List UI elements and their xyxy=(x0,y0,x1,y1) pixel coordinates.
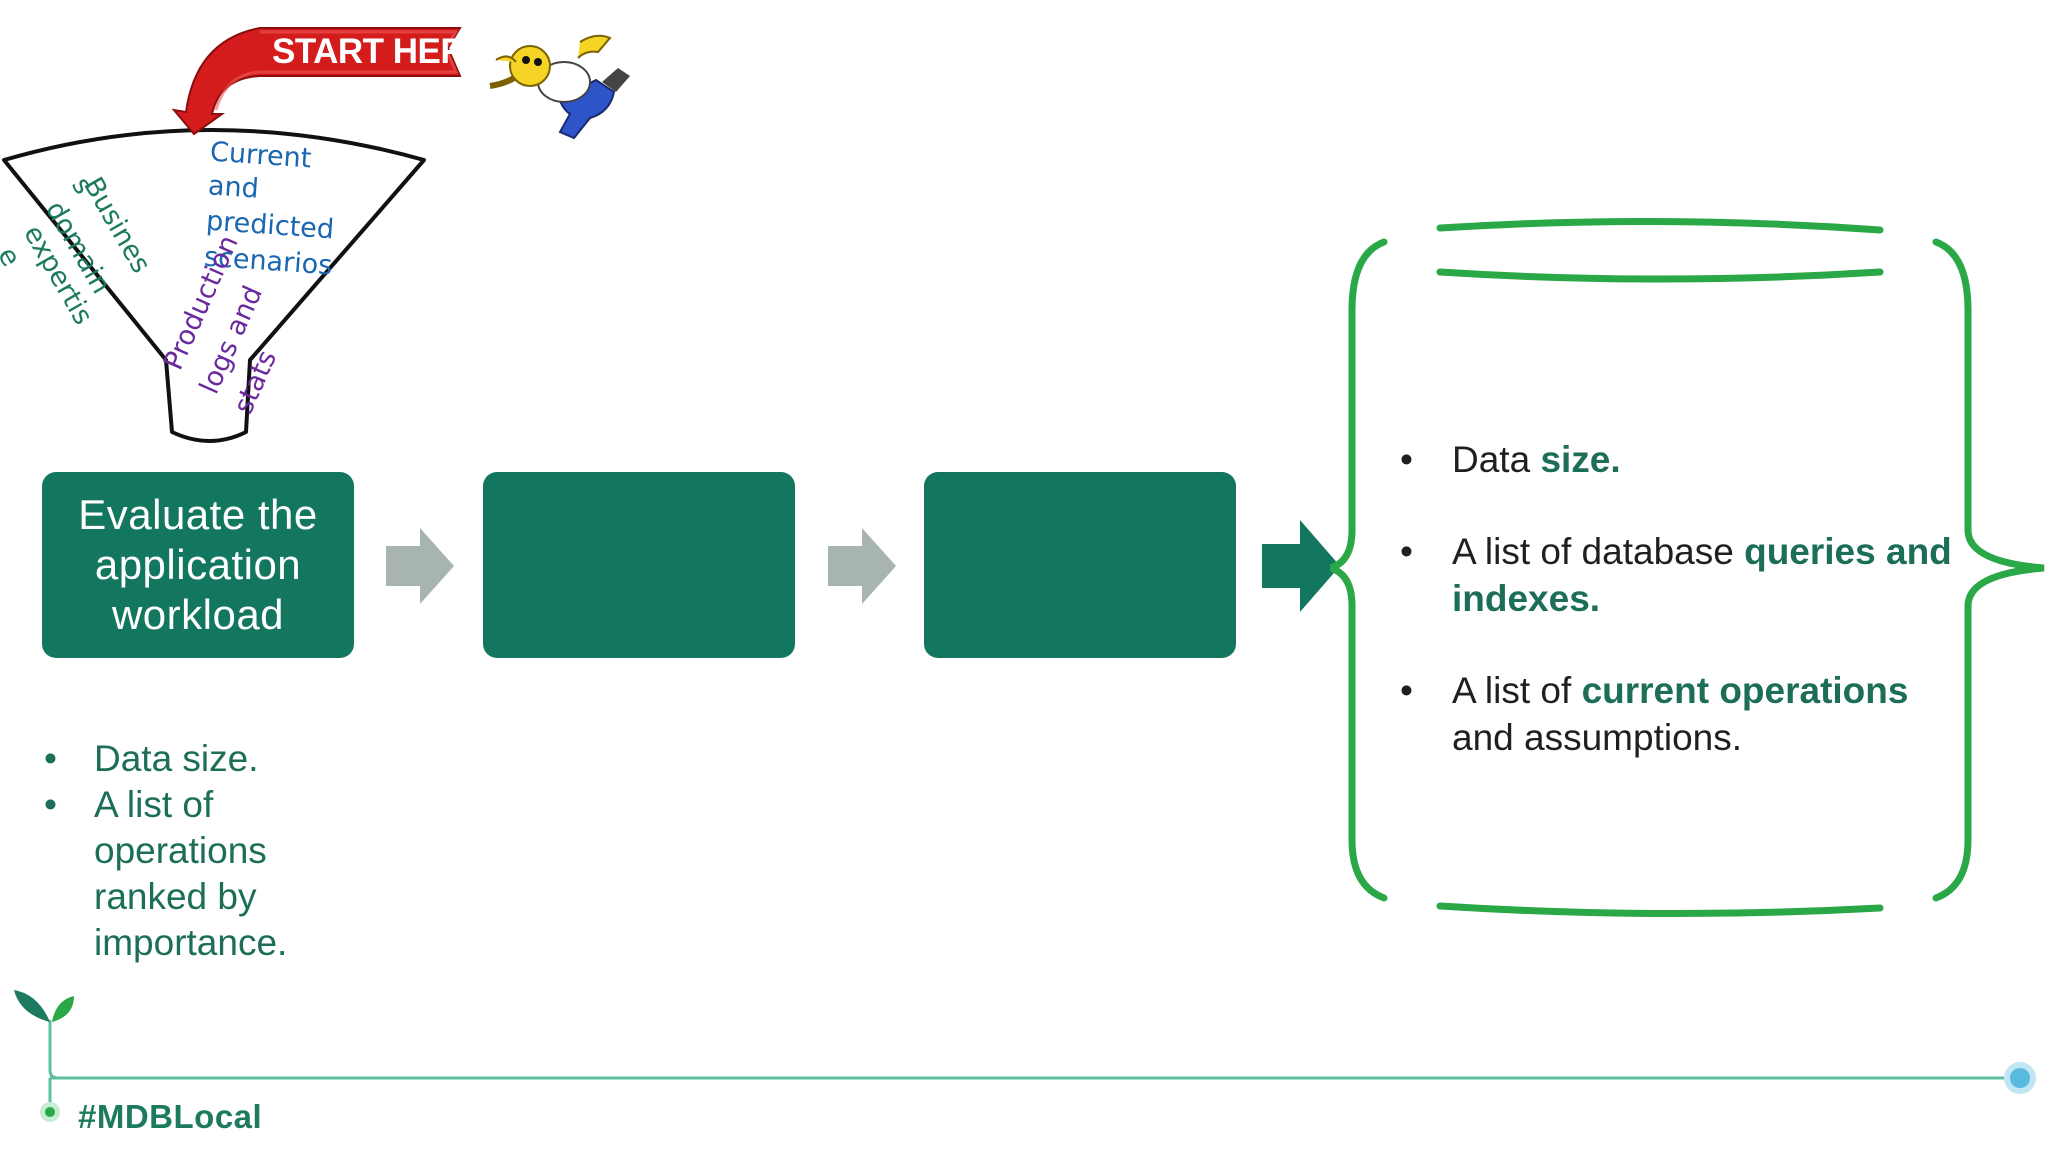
bullet-emphasis: queries and indexes xyxy=(1452,531,1952,619)
start-here-label: START HERE! xyxy=(272,32,500,71)
right-bullet-item-operations: • A list of current operations and assum… xyxy=(1400,667,1980,761)
step-evaluate-workload: Evaluate the application workload xyxy=(42,472,354,658)
bullet-emphasis: current operations xyxy=(1581,670,1909,711)
bullet-marker: • xyxy=(1400,531,1413,572)
bullet-text: A list of database xyxy=(1452,531,1745,572)
funnel-word-current-2: and xyxy=(206,170,260,205)
bullet-punct: . xyxy=(1589,578,1601,619)
bullet-marker: • xyxy=(1400,439,1413,480)
bullet-text: Data xyxy=(1452,439,1541,480)
bracket-frame xyxy=(1330,217,2045,918)
arrow-right-icon xyxy=(1262,520,1340,612)
left-bullet-line: ranked by xyxy=(94,876,257,917)
left-bullet-line: A list of xyxy=(94,784,214,825)
bullet-text: A list of xyxy=(1452,670,1582,711)
arrow-right-icon xyxy=(828,528,896,604)
step-1-line-2: application xyxy=(94,541,302,588)
right-bullet-item-data-size: • Data size. xyxy=(1400,436,1980,483)
bullet-emphasis: size xyxy=(1540,439,1611,480)
bullet-marker: • xyxy=(44,738,57,779)
left-bullet-line: operations xyxy=(94,830,267,871)
right-bullet-list: • Data size. • A list of database querie… xyxy=(1400,436,1980,806)
step-3-box xyxy=(924,472,1236,658)
cartoon-character-image xyxy=(489,34,630,140)
arrow-right-icon xyxy=(386,528,454,604)
bullet-punct: . xyxy=(1610,439,1621,480)
start-here-arrow xyxy=(171,27,462,136)
left-bullet-line: Data size. xyxy=(94,738,259,779)
step-1-line-1: Evaluate the xyxy=(78,491,318,538)
left-bullet-item: • A list of operations ranked by importa… xyxy=(44,782,364,966)
step-1-line-3: workload xyxy=(111,591,285,638)
left-bullet-list: • Data size. • A list of operations rank… xyxy=(44,736,364,966)
bullet-marker: • xyxy=(44,784,57,825)
bullet-marker: • xyxy=(1400,670,1413,711)
sprout-icon xyxy=(14,990,74,1036)
left-bullet-line: importance. xyxy=(94,922,288,963)
step-2-box xyxy=(483,472,795,658)
right-bullet-item-queries: • A list of database queries and indexes… xyxy=(1400,528,1980,622)
left-bullet-item: • Data size. xyxy=(44,736,364,782)
hashtag-label: #MDBLocal xyxy=(78,1098,263,1135)
funnel-diagram xyxy=(2,128,426,443)
footer-timeline xyxy=(40,1020,2036,1122)
bullet-text-after: and assumptions. xyxy=(1452,717,1743,758)
